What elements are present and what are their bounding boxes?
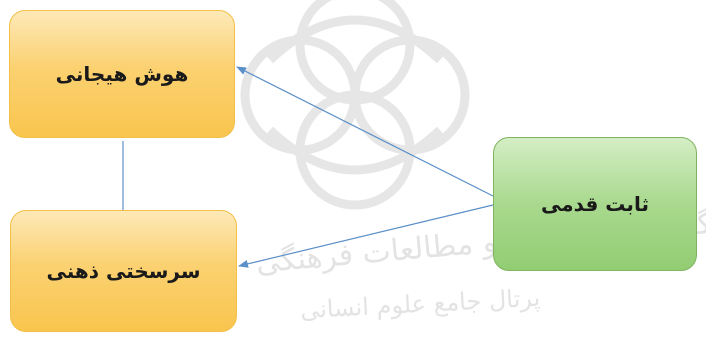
arrow-persistence-to-mental-toughness	[238, 204, 494, 268]
node-mental-toughness-label: سرسختی ذهنی	[46, 259, 201, 283]
arrow-persistence-to-emotional-intelligence	[236, 66, 494, 197]
node-persistence: ثابت قدمی	[493, 137, 697, 271]
node-persistence-label: ثابت قدمی	[541, 192, 649, 216]
node-emotional-intelligence: هوش هیجانی	[9, 10, 235, 138]
node-mental-toughness: سرسختی ذهنی	[10, 210, 237, 332]
node-emotional-intelligence-label: هوش هیجانی	[55, 62, 189, 86]
